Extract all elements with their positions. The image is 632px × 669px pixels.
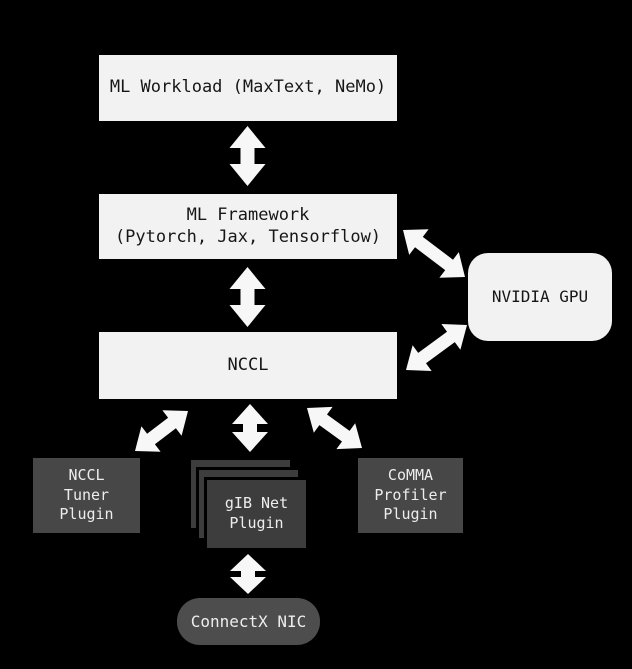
arrow-ml-framework-nvidia-gpu [403,229,465,278]
node-nccl-tuner-plugin: NCCL Tuner Plugin [33,458,140,533]
arrow-nccl-comma-profiler-plugin [307,406,362,450]
arrow-ml-workload-ml-framework [229,126,266,186]
node-label: ML Framework (Pytorch, Jax, Tensorflow) [114,205,382,247]
node-label: ConnectX NIC [190,612,307,631]
node-gib-net-plugin: gIB Net Plugin [204,477,309,551]
node-nccl: NCCL [99,332,397,399]
node-ml-workload: ML Workload (MaxText, NeMo) [99,55,397,121]
node-comma-profiler-plugin: CoMMA Profiler Plugin [358,458,463,533]
arrow-nccl-gib-net-plugin [232,404,268,452]
arrow-ml-framework-nccl [229,267,266,327]
arrow-gib-net-plugin-connectx-nic [230,554,266,594]
node-nvidia-gpu: NVIDIA GPU [468,253,612,341]
node-label: ML Workload (MaxText, NeMo) [109,77,387,98]
node-label: NCCL [227,354,269,375]
node-label: CoMMA Profiler Plugin [374,465,447,524]
arrow-nccl-nccl-tuner-plugin [135,410,188,452]
node-label: gIB Net Plugin [224,494,289,532]
node-connectx-nic: ConnectX NIC [177,598,320,645]
node-ml-framework: ML Framework (Pytorch, Jax, Tensorflow) [99,194,397,259]
arrow-nccl-nvidia-gpu [406,324,467,371]
node-label: NVIDIA GPU [491,287,589,306]
node-label: NCCL Tuner Plugin [59,465,114,524]
